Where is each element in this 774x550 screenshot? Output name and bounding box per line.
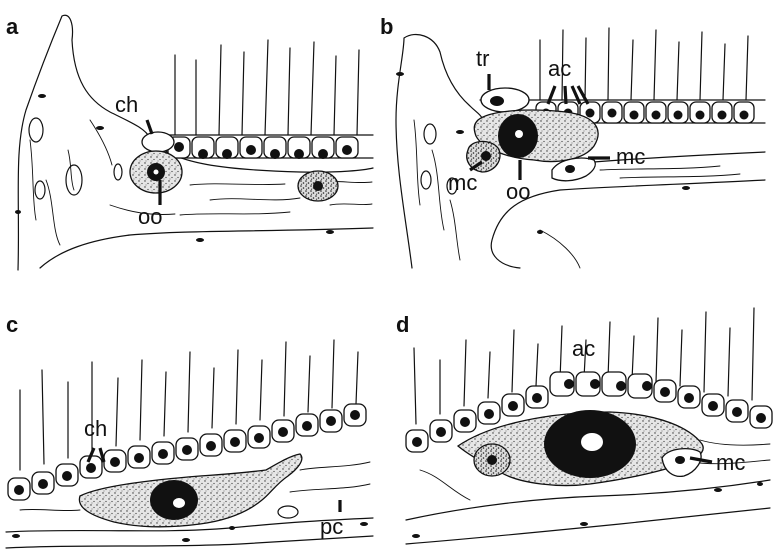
label-ac: ac	[548, 56, 571, 81]
tissue-vacuole	[114, 164, 122, 180]
fibroblast-nucleus	[326, 230, 334, 234]
label-ch: ch	[84, 416, 107, 441]
label-leader-ch	[147, 120, 152, 134]
fibroblast-nucleus	[15, 210, 21, 214]
label-pc: pc	[320, 514, 343, 539]
panel-d: d	[396, 308, 772, 544]
label-mc-left: mc	[448, 170, 477, 195]
fibroblast-nucleus	[757, 482, 763, 486]
epithelium	[8, 340, 366, 500]
label-leader-ac	[548, 86, 588, 104]
panel-b: b	[380, 14, 765, 268]
panel-c: c	[6, 312, 373, 548]
fibroblast-nucleus	[714, 488, 722, 492]
fibroblast-nucleus	[196, 238, 204, 242]
fibroblast-nucleus	[12, 534, 20, 538]
fibroblast-nucleus	[580, 522, 588, 526]
fibroblast-nucleus	[229, 526, 235, 530]
fibroblast-nucleus	[682, 186, 690, 190]
tissue-vacuole	[424, 124, 436, 144]
panel-a: a	[6, 14, 373, 270]
panel-letter-d: d	[396, 312, 409, 337]
fibroblast-nucleus	[38, 94, 46, 98]
panel-letter-c: c	[6, 312, 18, 337]
label-ch: ch	[115, 92, 138, 117]
label-ac: ac	[572, 336, 595, 361]
tissue-vacuole	[29, 118, 43, 142]
tissue-vacuole	[278, 506, 298, 518]
fibroblast-nucleus	[360, 522, 368, 526]
fibroblast-nucleus	[396, 72, 404, 76]
tissue-vacuole	[66, 165, 82, 195]
fibroblast-nucleus	[456, 130, 464, 134]
panel-letter-a: a	[6, 14, 19, 39]
label-mc-right: mc	[616, 144, 645, 169]
tissue-vacuole	[35, 181, 45, 199]
label-oo: oo	[138, 204, 162, 229]
fibroblast-nucleus	[412, 534, 420, 538]
trophocyte	[481, 88, 529, 112]
label-oo: oo	[506, 179, 530, 204]
oocyte-nucleus	[150, 480, 198, 520]
epithelium	[165, 40, 373, 159]
tissue-vacuole	[421, 171, 431, 189]
fibroblast-nucleus	[96, 126, 104, 130]
fibroblast-nucleus	[537, 230, 543, 234]
label-mc: mc	[716, 450, 745, 475]
chaperone-cell	[142, 132, 174, 152]
label-tr: tr	[476, 46, 489, 71]
panel-letter-b: b	[380, 14, 393, 39]
fibroblast-nucleus	[182, 538, 190, 542]
